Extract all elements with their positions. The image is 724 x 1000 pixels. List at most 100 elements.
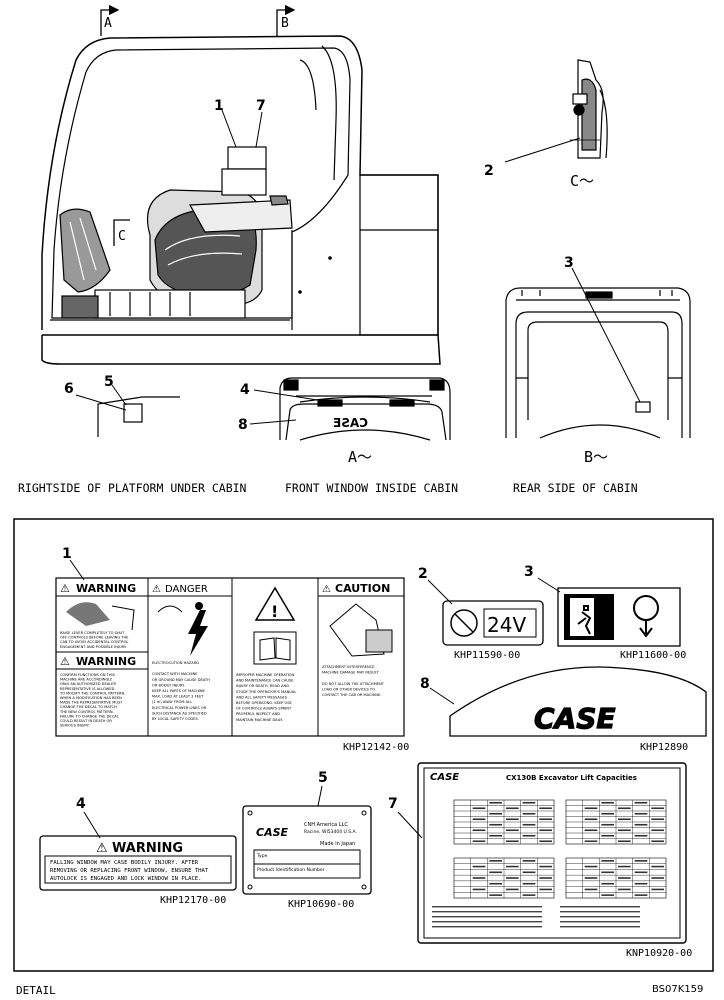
- decal-3-exit: 3: [524, 564, 681, 647]
- detail-frame: [13, 518, 714, 972]
- warning_1_text-line: OFF CONTROLS BEFORE LEAVING THE: [60, 636, 129, 640]
- middle_text-line: STUDY THE OPERATOR'S MANUAL: [236, 690, 296, 694]
- part-number-7: KNP10920-00: [626, 948, 692, 959]
- view-a-front-window: [279, 377, 451, 441]
- caution_text-line: ATTACHMENT INTERFERENCE: [322, 665, 375, 669]
- svg-text:CASE: CASE: [256, 826, 289, 839]
- svg-text:Racine, WI53404 U.S.A.: Racine, WI53404 U.S.A.: [304, 829, 357, 835]
- svg-text:A: A: [104, 16, 112, 31]
- danger_text-line: (1 m) AWAY FROM ALL: [152, 700, 192, 704]
- svg-text:8: 8: [420, 676, 430, 692]
- svg-text:C: C: [118, 229, 126, 244]
- caption-platform: RIGHTSIDE OF PLATFORM UNDER CABIN: [18, 481, 247, 495]
- warning_2_text-line: CONFIRM FUNCTIONS ON THIS: [60, 673, 116, 677]
- svg-text:4: 4: [76, 796, 86, 812]
- svg-text:5: 5: [318, 770, 328, 786]
- svg-text:Type: Type: [256, 853, 268, 859]
- decal-caution-heading: CAUTION: [335, 582, 390, 595]
- warning_2_text-line: ONLY AN AUTHORIZED DEALER: [60, 682, 116, 686]
- svg-text:1: 1: [62, 546, 72, 562]
- warning_2_text-line: THE NEW CONTROL PATTERN.: [59, 710, 114, 714]
- callout-4: 4: [240, 382, 250, 398]
- warning_2_text-line: WHEN A MODIFICATION HAS BEEN: [60, 696, 122, 700]
- svg-text:CASE: CASE: [534, 702, 616, 735]
- caution_text-line: DO NOT ALLOW THE ATTACHMENT: [322, 682, 385, 686]
- decal-2-voltage: 2 24V: [418, 566, 544, 646]
- danger_text-line: CONTACT WITH MACHINE: [152, 672, 198, 676]
- part-number-8: KHP12890: [640, 742, 688, 753]
- svg-text:AUTOLOCK IS ENGAGED AND LOCK W: AUTOLOCK IS ENGAGED AND LOCK WINDOW IN P…: [50, 876, 202, 882]
- platform-detail: [97, 396, 180, 437]
- callout-8: 8: [238, 417, 248, 433]
- voltage-value: 24V: [487, 613, 526, 637]
- svg-text:Made in Japan: Made in Japan: [320, 841, 355, 847]
- section-marker-c: C: [113, 219, 130, 246]
- warning_2_text-line: REPRESENTATIVE IS ALLOWED: [60, 687, 115, 691]
- warning_2_text-line: TO MODIFY THE CONTROL PATTERN.: [59, 691, 125, 695]
- view-label-b: B～: [584, 448, 608, 466]
- svg-text:2: 2: [418, 566, 428, 582]
- view-label-c: C～: [570, 172, 594, 190]
- svg-text:3: 3: [524, 564, 534, 580]
- warning_2_text-line: MACHINE ARE ACCORDINGLY.: [60, 678, 113, 682]
- svg-text:!: !: [271, 602, 278, 621]
- callout-5: 5: [104, 374, 114, 390]
- section-marker-b: B: [276, 4, 296, 36]
- middle_text-line: INJURY OR DEATH. READ AND: [236, 684, 289, 688]
- view-label-a: A～: [348, 448, 372, 466]
- callout-1: 1: [214, 98, 224, 114]
- caption-front-window: FRONT WINDOW INSIDE CABIN: [285, 481, 458, 495]
- detail-title: DETAIL: [16, 984, 56, 997]
- view-b-rear: [505, 287, 691, 439]
- caption-rear: REAR SIDE OF CABIN: [513, 481, 638, 495]
- warning_2_text-line: SERIOUS INJURY.: [60, 724, 90, 728]
- caution_text-line: LOAD OR OTHER DEVICES TO: [322, 687, 375, 691]
- middle_text-line: AND MAINTENANCE CAN CAUSE: [236, 679, 294, 683]
- middle_text-line: MAINTAIN MACHINE DAILY.: [236, 718, 283, 722]
- mirrored-case-logo: CASE: [333, 416, 368, 430]
- svg-text:⚠: ⚠: [60, 582, 70, 595]
- decal-8-case-logo: 8 CASE: [420, 666, 707, 737]
- warning_2_text-line: MADE THE REPRESENTATIVE MUST: [60, 701, 123, 705]
- part-number-3: KHP11600-00: [620, 650, 686, 661]
- callout-2: 2: [484, 163, 494, 179]
- decal-5-id-plate: 5 CASE CNH America LLC Racine, WI53404 U…: [242, 770, 372, 895]
- danger_text-line: KEEP ALL PARTS OF MACHINE: [152, 689, 206, 693]
- decal-7-lift-capacity-chart: 7 CASE CX130B Excavator Lift Capacities: [388, 762, 687, 944]
- caution_text-line: MACHINE DAMAGE MAY RESULT: [322, 671, 380, 675]
- svg-text:⚠: ⚠: [152, 584, 161, 595]
- callout-6: 6: [64, 381, 74, 397]
- svg-text:⚠: ⚠: [60, 655, 70, 668]
- svg-text:CX130B Excavator Lift Capaciti: CX130B Excavator Lift Capacities: [506, 774, 637, 782]
- part-number-1: KHP12142-00: [343, 742, 409, 753]
- window-warning-heading: WARNING: [112, 841, 183, 856]
- svg-text:FALLING WINDOW MAY CASE BODILY: FALLING WINDOW MAY CASE BODILY INJURY. A…: [50, 860, 199, 866]
- svg-text:CNH America LLC: CNH America LLC: [304, 822, 348, 828]
- middle_text-line: BEFORE OPERATING. KEEP USE: [236, 701, 292, 705]
- warning_2_text-line: FAILURE TO CHANGE THE DECAL: [60, 714, 119, 718]
- danger_text-line: BY LOCAL SAFETY CODES.: [152, 717, 199, 721]
- warning_2_text-line: COULD RESULT IN DEATH OR: [60, 719, 112, 723]
- decal-4-window-warning: 4 ⚠ WARNING FALLING WINDOW MAY CASE BODI…: [39, 796, 237, 891]
- part-number-2: KHP11590-00: [454, 650, 520, 661]
- svg-text:REMOVING OR REPLACING FRONT WI: REMOVING OR REPLACING FRONT WINDOW, ENSU…: [50, 868, 209, 874]
- decal-1-safety-panel: 1 ⚠ WARNING RAISE LEVER COMPLETELY TO SH…: [55, 546, 405, 737]
- danger_text-line: OR GROUND MAY CAUSE DEATH: [152, 678, 210, 682]
- warning_1_text-line: RAISE LEVER COMPLETELY TO SHUT: [60, 631, 125, 635]
- svg-text:⚠: ⚠: [322, 584, 331, 595]
- svg-text:7: 7: [388, 796, 398, 812]
- middle_text-line: OF CONTROLS ALWAYS SPRINT: [236, 707, 292, 711]
- drawing-id: BS07K159: [652, 984, 703, 995]
- callout-7: 7: [256, 98, 266, 114]
- middle_text-line: AND ALL SAFETY MESSAGES: [236, 695, 288, 699]
- middle_text-line: PROPERLY. INSPECT AND: [236, 712, 280, 716]
- danger_text-line: SUCH DISTANCE AS SPECIFIED: [152, 711, 207, 715]
- svg-text:⚠: ⚠: [96, 841, 108, 856]
- warning_2_text-line: CHANGE THE DECAL TO MATCH: [60, 705, 117, 709]
- caution_text-line: CONTACT THE CAB OR MACHINE.: [322, 693, 381, 697]
- part-number-5: KHP10690-00: [288, 899, 354, 910]
- callout-3: 3: [564, 255, 574, 271]
- warning_1_text-line: ENGAGEMENT AND POSSIBLE INJURY.: [60, 645, 127, 649]
- decal-danger-heading: DANGER: [165, 584, 208, 595]
